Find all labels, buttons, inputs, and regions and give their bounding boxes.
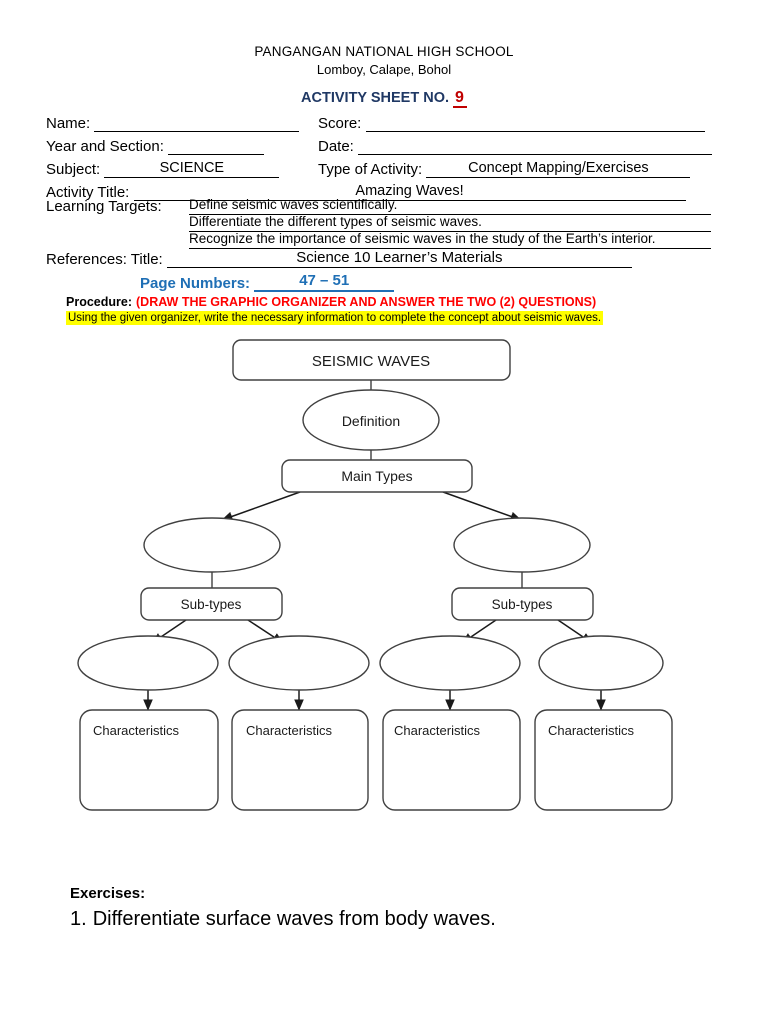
- subject-field[interactable]: SCIENCE: [104, 160, 280, 178]
- node-seismic-waves-label: SEISMIC WAVES: [312, 353, 430, 370]
- references-field[interactable]: Science 10 Learner’s Materials: [166, 249, 632, 268]
- node-characteristics-box-2[interactable]: [231, 709, 369, 811]
- node-characteristics-box-3[interactable]: [382, 709, 521, 811]
- node-characteristics-label-2: Characteristics: [246, 723, 332, 738]
- activity-sheet-label: ACTIVITY SHEET NO.: [301, 90, 450, 106]
- learning-target-field-2[interactable]: Differentiate the different types of sei…: [189, 214, 711, 232]
- node-main-types-label: Main Types: [341, 468, 412, 484]
- date-label: Date:: [318, 138, 354, 155]
- node-subtype-ellipse-4-blank[interactable]: [538, 635, 664, 691]
- year-section-field[interactable]: [168, 137, 265, 155]
- node-subtypes-label-left: Sub-types: [181, 597, 242, 612]
- activity-title-row: Activity Title: Amazing Waves!: [46, 183, 686, 201]
- procedure-row: Procedure: (DRAW THE GRAPHIC ORGANIZER AN…: [66, 295, 596, 309]
- school-name: PANGANGAN NATIONAL HIGH SCHOOL: [254, 44, 514, 59]
- node-definition-ellipse[interactable]: [302, 389, 440, 451]
- node-subtypes-box-right[interactable]: [451, 587, 594, 621]
- subject-label: Subject:: [46, 161, 101, 178]
- node-definition-label: Definition: [342, 413, 400, 429]
- node-characteristics-box-1[interactable]: [79, 709, 219, 811]
- node-characteristics-label-3: Characteristics: [394, 723, 480, 738]
- date-field[interactable]: [358, 137, 713, 155]
- node-subtype-ellipse-2-blank[interactable]: [228, 635, 370, 691]
- name-row: Name:: [46, 114, 300, 132]
- learning-target-field-1[interactable]: Define seismic waves scientifically.: [189, 197, 711, 215]
- node-type-ellipse-left-blank[interactable]: [143, 517, 281, 573]
- name-field[interactable]: [94, 114, 300, 132]
- procedure-label: Procedure:: [66, 295, 132, 309]
- node-characteristics-label-1: Characteristics: [93, 723, 179, 738]
- exercise-text-1: Differentiate surface waves from body wa…: [92, 908, 496, 930]
- year-section-row: Year and Section:: [46, 137, 265, 155]
- learning-targets-label: Learning Targets:: [46, 198, 162, 215]
- subject-row: Subject: SCIENCE: [46, 160, 280, 178]
- node-main-types-box[interactable]: [281, 459, 473, 493]
- page-numbers-label: Page Numbers:: [140, 275, 251, 292]
- connector-main-to-type-right: [442, 491, 522, 521]
- year-section-label: Year and Section:: [46, 138, 164, 155]
- node-characteristics-label-4: Characteristics: [548, 723, 634, 738]
- procedure-note-highlighted: Using the given organizer, write the nec…: [66, 311, 604, 325]
- date-row: Date:: [318, 137, 713, 155]
- page-numbers-row: Page Numbers: 47 – 51: [140, 272, 395, 292]
- connector-main-to-type-left: [221, 491, 301, 521]
- learning-target-field-3[interactable]: Recognize the importance of seismic wave…: [189, 231, 711, 249]
- exercises-heading: Exercises:: [70, 885, 146, 902]
- exercise-item-1: 1.Differentiate surface waves from body …: [70, 908, 496, 931]
- activity-title-label: Activity Title:: [46, 184, 130, 201]
- node-subtype-ellipse-1-blank[interactable]: [77, 635, 219, 691]
- score-field[interactable]: [365, 114, 705, 132]
- references-label: References: Title:: [46, 251, 163, 268]
- type-activity-row: Type of Activity: Concept Mapping/Exerci…: [318, 160, 691, 178]
- procedure-instruction-caps: (DRAW THE GRAPHIC ORGANIZER AND ANSWER T…: [136, 295, 597, 309]
- school-address: Lomboy, Calape, Bohol: [316, 62, 452, 77]
- name-label: Name:: [46, 115, 91, 132]
- activity-sheet-number: 9: [453, 89, 467, 108]
- exercise-number-1: 1.: [70, 908, 87, 930]
- node-type-ellipse-right-blank[interactable]: [453, 517, 591, 573]
- activity-title-field[interactable]: Amazing Waves!: [133, 183, 686, 201]
- concept-map-diagram: SEISMIC WAVES Definition Main Types Sub-…: [77, 339, 673, 811]
- score-label: Score:: [318, 115, 362, 132]
- activity-sheet-heading: ACTIVITY SHEET NO.9: [0, 89, 768, 108]
- node-seismic-waves-box[interactable]: [232, 339, 511, 381]
- node-subtype-ellipse-3-blank[interactable]: [379, 635, 521, 691]
- node-characteristics-box-4[interactable]: [534, 709, 673, 811]
- type-activity-label: Type of Activity:: [318, 161, 423, 178]
- node-subtypes-label-right: Sub-types: [492, 597, 553, 612]
- node-subtypes-box-left[interactable]: [140, 587, 283, 621]
- score-row: Score:: [318, 114, 705, 132]
- type-activity-field[interactable]: Concept Mapping/Exercises: [426, 160, 691, 178]
- references-row: References: Title: Science 10 Learner’s …: [46, 249, 632, 268]
- page-numbers-field[interactable]: 47 – 51: [254, 272, 395, 292]
